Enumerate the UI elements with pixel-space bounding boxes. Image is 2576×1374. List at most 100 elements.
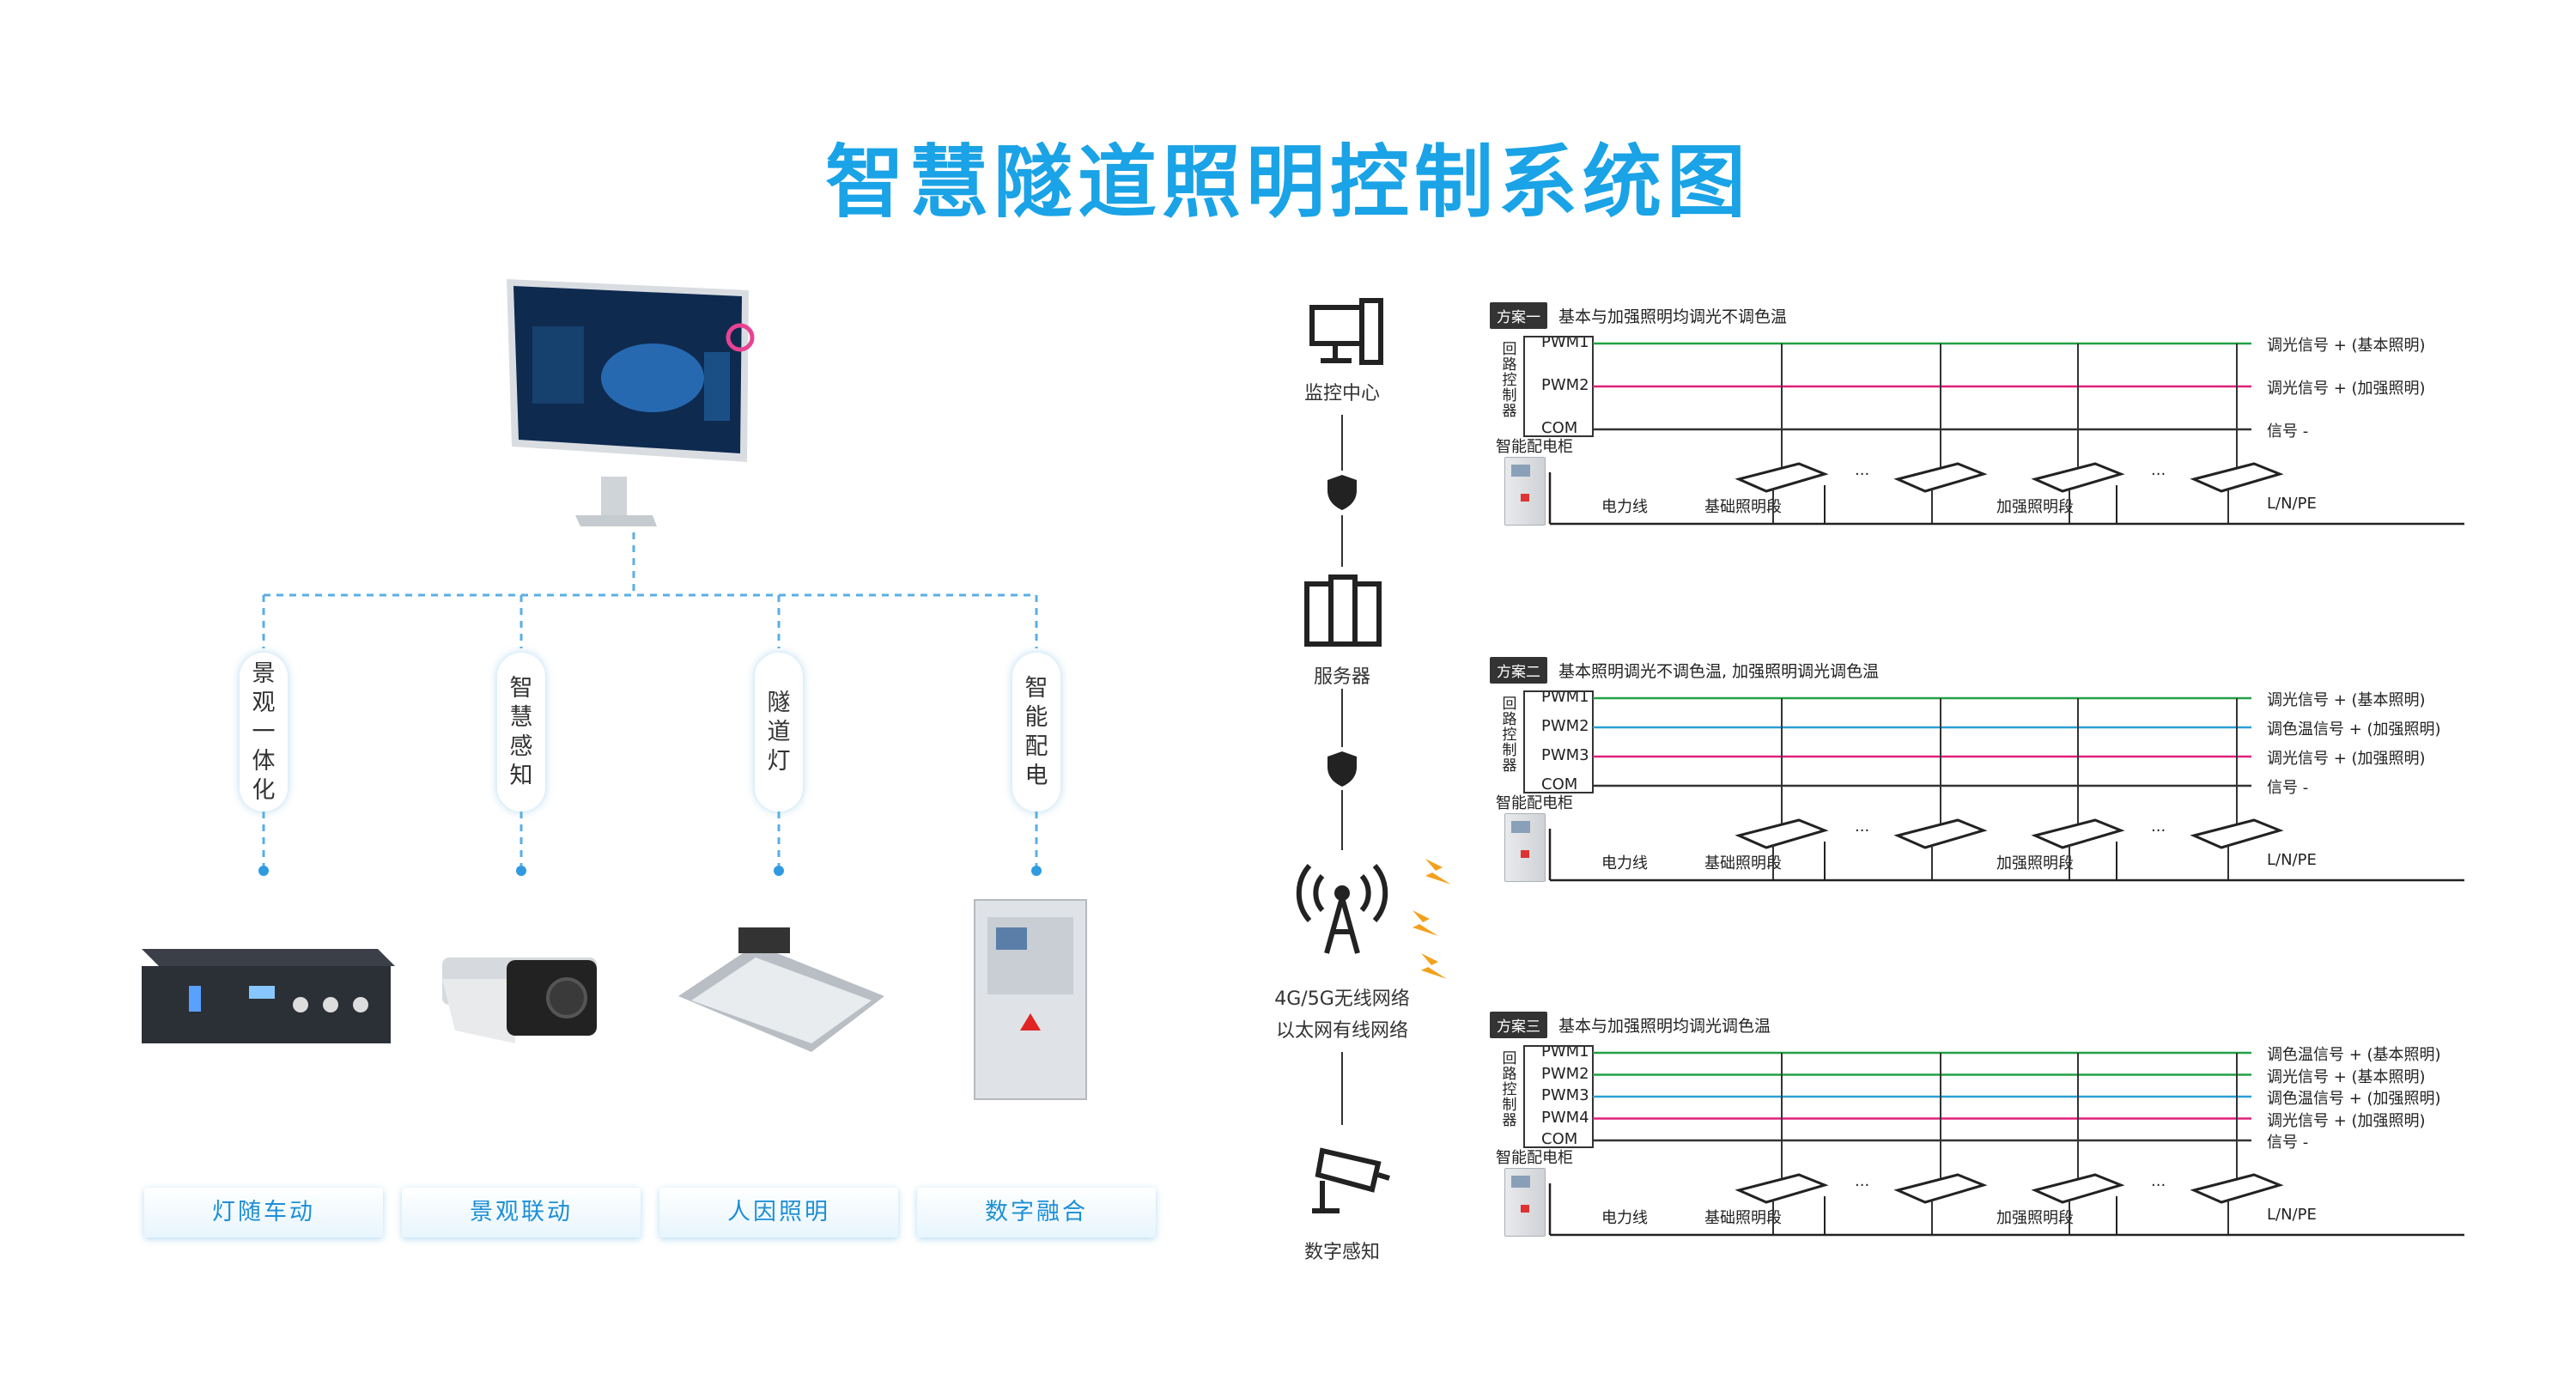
line-name-1-1: PWM1 [1541,333,1589,351]
power-label-3-1: 电力线 [1601,1209,1648,1227]
controller-label-3: 回路控制器 [1502,1050,1517,1129]
ellipsis-dots: ··· [1855,822,1870,840]
lamp-icon [2031,698,2125,880]
line-name-3-5: COM [1541,1130,1578,1148]
scheme-tag-1: 方案一 [1490,302,1547,329]
lamp-icon [2031,344,2125,524]
ellipsis-dots: ··· [2151,822,2166,840]
signal-label-2-3: 调光信号 + (加强照明) [2267,750,2426,768]
tunnel-lamp-device-icon [678,927,884,1052]
page-title: 智慧隧道照明控制系统图 [824,137,1751,228]
ellipsis-dots: ··· [1855,1176,1870,1195]
antenna-icon [1296,864,1388,954]
scheme-title-1: 基本与加强照明均调光不调色温 [1558,307,1788,326]
signal-label-2-4: 信号 - [2267,779,2309,797]
branch-label-4: 智能配电 [1012,653,1060,812]
feature-button-3[interactable]: 人因照明 [659,1188,898,1237]
cabinet-label-3: 智能配电柜 [1496,1149,1573,1167]
signal-label-3-4: 调光信号 + (加强照明) [2267,1111,2426,1130]
chain-label-monitor: 监控中心 [1303,383,1380,404]
cabinet-icon [1504,1168,1546,1237]
cabinet-label-2: 智能配电柜 [1496,794,1573,812]
scheme-tag-2: 方案二 [1490,657,1547,684]
cabinet-label-1: 智能配电柜 [1496,438,1573,456]
power-label-3-3: 加强照明段 [1996,1209,2074,1227]
signal-label-1-2: 调光信号 + (加强照明) [2267,380,2426,398]
power-label-3-4: L/N/PE [2267,1206,2317,1224]
power-label-1-3: 加强照明段 [1996,498,2074,516]
feature-button-4[interactable]: 数字融合 [917,1188,1156,1237]
lamp-icon [2190,344,2284,524]
scheme-tag-3: 方案三 [1490,1012,1547,1038]
ellipsis-dots: ··· [1855,465,1870,483]
line-name-3-4: PWM4 [1541,1108,1589,1127]
signal-label-1-3: 信号 - [2267,423,2309,441]
cabinet-icon [1504,813,1546,882]
controller-box [1523,690,1594,793]
signal-label-2-1: 调光信号 + (基本照明) [2267,691,2426,709]
lamp-icon [1735,698,1829,880]
line-name-3-2: PWM2 [1541,1064,1589,1083]
power-label-2-3: 加强照明段 [1996,854,2074,872]
line-name-2-2: PWM2 [1541,717,1589,735]
ellipsis-dots: ··· [2151,465,2166,483]
line-name-1-2: PWM2 [1541,376,1589,394]
branch-label-3: 隧道灯 [755,653,803,812]
power-label-1-2: 基础照明段 [1704,498,1782,516]
controller-device-icon [142,949,395,1043]
controller-label-1: 回路控制器 [1502,341,1517,420]
lamp-icon [1735,1053,1829,1235]
feature-button-1[interactable]: 灯随车动 [144,1188,383,1237]
lamp-icon [1893,344,1988,524]
line-name-2-4: COM [1541,775,1578,793]
line-name-1-3: COM [1541,419,1578,437]
server-icon [1304,575,1382,647]
signal-label-2-2: 调色温信号 + (加强照明) [2267,720,2441,739]
line-name-3-1: PWM1 [1541,1043,1589,1061]
chain-label-network-2: 以太网有线网络 [1275,1020,1408,1042]
scheme-title-2: 基本照明调光不调色温, 加强照明调光调色温 [1558,662,1880,681]
cabinet-device-icon [974,899,1087,1100]
line-name-2-3: PWM3 [1541,746,1589,764]
feature-button-2[interactable]: 景观联动 [402,1188,641,1237]
controller-box [1523,336,1594,437]
shield-icon [1327,475,1357,787]
scheme-title-3: 基本与加强照明均调光调色温 [1558,1017,1771,1036]
monitor-icon [507,279,755,526]
camera-device-icon [442,958,597,1043]
lamp-icon [2190,698,2284,880]
lamp-icon [1893,698,1988,880]
chain-label-sensing: 数字感知 [1303,1242,1380,1263]
controller-box [1523,1045,1594,1148]
signal-label-3-5: 信号 - [2267,1134,2309,1152]
cabinet-icon [1504,457,1546,526]
power-label-2-1: 电力线 [1601,854,1648,872]
power-label-3-2: 基础照明段 [1704,1209,1782,1227]
signal-label-3-1: 调色温信号 + (基本照明) [2267,1046,2441,1064]
ellipsis-dots: ··· [2151,1176,2166,1195]
signal-label-3-3: 调色温信号 + (加强照明) [2267,1090,2441,1108]
chain-label-server: 服务器 [1313,666,1370,688]
controller-label-2: 回路控制器 [1502,696,1517,775]
lamp-icon [2190,1053,2284,1235]
lamp-icon [2031,1053,2125,1235]
signal-label-1-1: 调光信号 + (基本照明) [2267,337,2426,355]
branch-label-2: 智慧感知 [497,653,545,812]
power-label-2-2: 基础照明段 [1704,854,1782,872]
power-label-1-1: 电力线 [1601,498,1648,516]
line-name-2-1: PWM1 [1541,688,1589,706]
lamp-icon [1735,344,1829,524]
security-camera-icon [1312,1147,1390,1213]
lightning-icon [1413,859,1451,979]
line-name-3-3: PWM3 [1541,1086,1589,1104]
branch-label-1: 景观一体化 [240,653,288,812]
chain-label-network-1: 4G/5G无线网络 [1274,988,1410,1010]
power-label-1-4: L/N/PE [2267,495,2317,513]
lamp-icon [1893,1053,1988,1235]
computer-icon [1309,298,1383,365]
power-label-2-4: L/N/PE [2267,851,2317,869]
signal-label-3-2: 调光信号 + (基本照明) [2267,1067,2426,1086]
